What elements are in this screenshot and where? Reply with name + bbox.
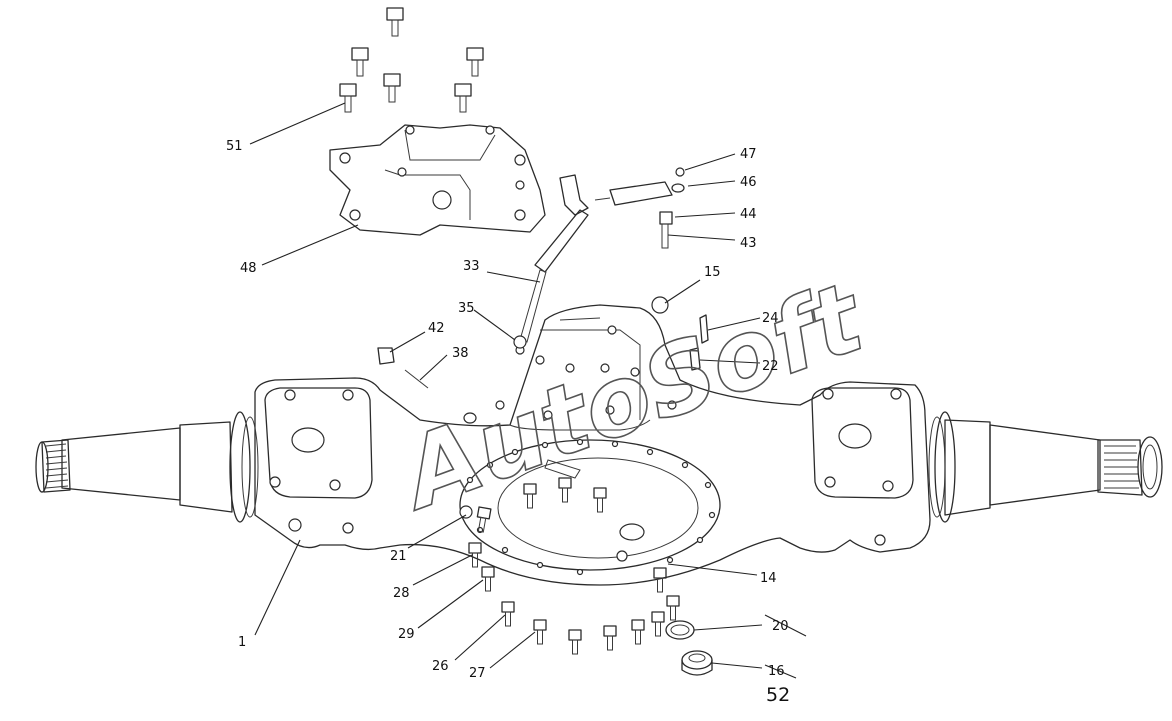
callout-28: 28 xyxy=(393,586,410,601)
right-axle-shaft xyxy=(928,411,1163,523)
callout-48: 48 xyxy=(240,261,257,276)
lower-bolt-set xyxy=(459,477,680,655)
callout-24: 24 xyxy=(762,311,779,326)
callout-35: 35 xyxy=(458,301,475,316)
actuator-rod xyxy=(513,174,589,349)
callout-21: 21 xyxy=(390,549,407,564)
leader-lines xyxy=(249,102,807,679)
callout-44: 44 xyxy=(740,207,757,222)
callout-22: 22 xyxy=(762,359,779,374)
small-fittings xyxy=(377,296,709,424)
callout-46: 46 xyxy=(740,175,757,190)
axle-housing xyxy=(254,304,931,586)
callout-43: 43 xyxy=(740,236,757,251)
callout-47: 47 xyxy=(740,147,757,162)
callout-42: 42 xyxy=(428,321,445,336)
callout-1: 1 xyxy=(238,635,246,650)
page-number: 52 xyxy=(766,684,790,706)
callout-15: 15 xyxy=(704,265,721,280)
callout-labels: 51 48 47 46 44 43 33 15 35 24 42 38 22 2… xyxy=(226,139,789,681)
callout-26: 26 xyxy=(432,659,449,674)
left-axle-shaft xyxy=(35,411,259,523)
callout-29: 29 xyxy=(398,627,415,642)
cylinder-body xyxy=(594,167,685,249)
cover-bolt-holes xyxy=(466,438,716,576)
callout-33: 33 xyxy=(463,259,480,274)
callout-27: 27 xyxy=(469,666,486,681)
callout-14: 14 xyxy=(760,571,777,586)
callout-38: 38 xyxy=(452,346,469,361)
callout-51: 51 xyxy=(226,139,243,154)
callout-20: 20 xyxy=(772,619,789,634)
seal-ring xyxy=(665,620,695,640)
mounting-bracket xyxy=(329,124,546,236)
drain-plug xyxy=(681,650,713,676)
top-bolt-set xyxy=(339,7,484,113)
callout-16: 16 xyxy=(768,664,785,679)
